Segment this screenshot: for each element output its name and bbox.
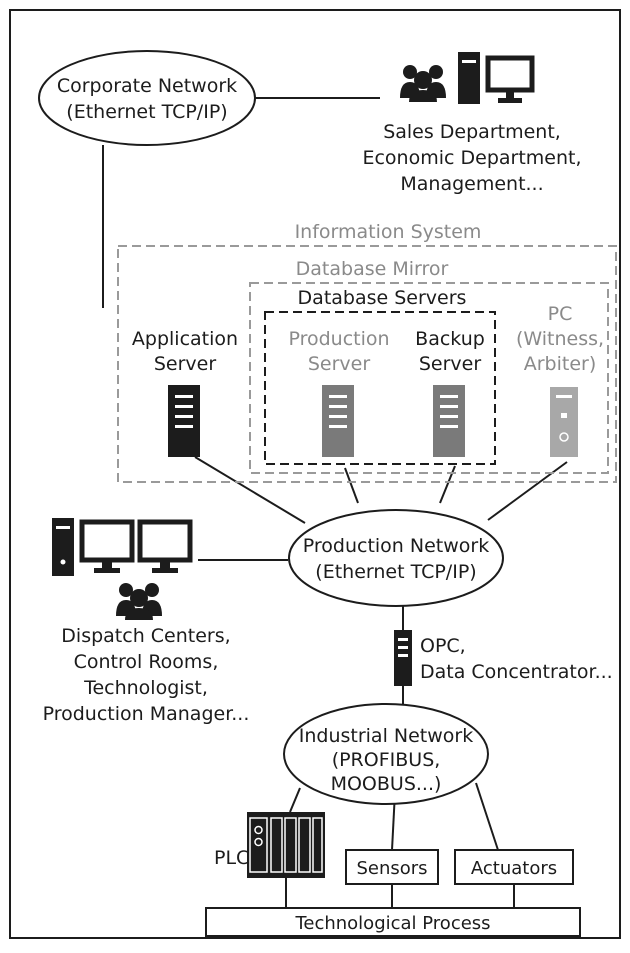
production-network-node: Production Network (Ethernet TCP/IP) [288, 509, 504, 607]
production-server-node: Production Server [288, 328, 390, 457]
witness-pc-line-3: Arbiter) [524, 353, 597, 375]
sales-label: Sales Department, Economic Department, M… [362, 121, 581, 195]
database-mirror-box [249, 282, 609, 474]
dispatch-label: Dispatch Centers, Control Rooms, Technol… [43, 625, 250, 725]
witness-pc-node: PC (Witness, Arbiter) [516, 303, 604, 457]
sales-line-3: Management... [400, 173, 543, 195]
technological-process-label: Technological Process [294, 913, 490, 934]
information-system-box [117, 245, 617, 483]
line-industrial-plc [289, 787, 301, 813]
server-icon [168, 385, 200, 457]
production-server-line-1: Production [288, 328, 389, 350]
corporate-network-node: Corporate Network (Ethernet TCP/IP) [38, 50, 256, 146]
actuators-node: Actuators [454, 849, 574, 885]
application-server-line-2: Server [154, 353, 216, 375]
opc-node: OPC, Data Concentrator... [394, 630, 613, 686]
line-industrial-actuators [475, 782, 499, 851]
diagram-border [9, 9, 621, 939]
sales-line-2: Economic Department, [362, 147, 581, 169]
industrial-network-line-2: (PROFIBUS, [332, 749, 441, 771]
dispatch-line-3: Technologist, [83, 677, 208, 699]
witness-pc-line-2: (Witness, [516, 328, 604, 350]
application-server-line-1: Application [132, 328, 238, 350]
opc-line-1: OPC, [420, 635, 466, 657]
users-icon [400, 65, 446, 102]
database-servers-box [264, 311, 496, 465]
backup-server-line-1: Backup [415, 328, 485, 350]
desktop-computer-icon [458, 52, 535, 104]
industrial-network-node: Industrial Network (PROFIBUS, MOOBUS...) [283, 703, 489, 805]
line-prodserver-prodnet [344, 467, 359, 504]
corporate-network-title: Corporate Network [57, 75, 237, 97]
dispatch-line-2: Control Rooms, [74, 651, 219, 673]
sensors-label: Sensors [356, 858, 427, 879]
desktop-computer-icon [52, 518, 193, 576]
witness-pc-line-1: PC [548, 303, 573, 325]
backup-server-line-2: Server [419, 353, 481, 375]
plc-label: PLC [214, 847, 249, 869]
actuators-label: Actuators [471, 858, 557, 879]
application-server-node: Application Server [132, 328, 238, 457]
server-icon [550, 387, 578, 457]
server-icon [322, 385, 354, 457]
line-backup-prodnet [439, 465, 456, 504]
line-pc-prodnet [487, 461, 568, 521]
technological-process-node: Technological Process [205, 907, 581, 937]
corporate-network-protocol: (Ethernet TCP/IP) [66, 101, 227, 123]
users-icon [116, 583, 162, 620]
dispatch-line-1: Dispatch Centers, [61, 625, 230, 647]
server-icon [433, 385, 465, 457]
dispatch-line-4: Production Manager... [43, 703, 250, 725]
server-icon [394, 630, 412, 686]
database-servers-label: Database Servers [298, 287, 467, 309]
production-network-title: Production Network [303, 535, 489, 557]
production-network-protocol: (Ethernet TCP/IP) [315, 561, 476, 583]
sensors-node: Sensors [345, 849, 439, 885]
line-appserver-prodnet [194, 456, 306, 524]
plc-icon [247, 812, 325, 878]
process-connectors [285, 878, 515, 908]
sales-line-1: Sales Department, [383, 121, 561, 143]
production-server-line-2: Server [308, 353, 370, 375]
information-system-label: Information System [295, 221, 482, 243]
backup-server-node: Backup Server [415, 328, 485, 457]
industrial-network-title: Industrial Network [299, 725, 473, 747]
industrial-network-line-3: MOOBUS...) [331, 773, 442, 795]
database-mirror-label: Database Mirror [296, 258, 449, 280]
plc-node: PLC [214, 812, 325, 878]
opc-line-2: Data Concentrator... [420, 661, 613, 683]
